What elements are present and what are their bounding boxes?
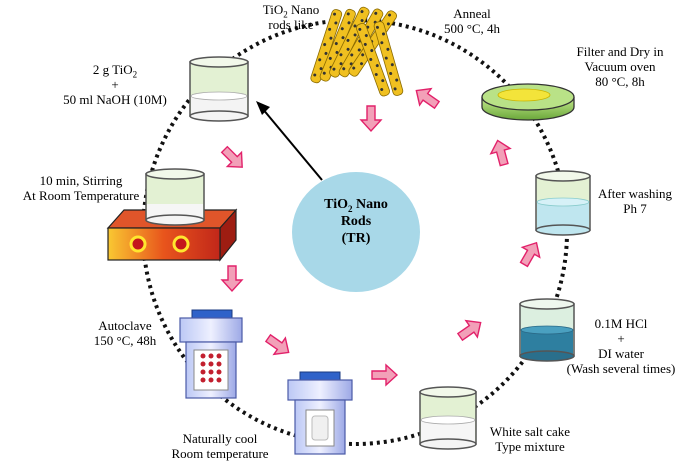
flow-arrow-1	[220, 145, 243, 168]
filter-dry-label: Filter and Dry in Vacuum oven 80 °C, 8h	[576, 44, 664, 89]
reagent-beaker-icon	[189, 56, 249, 122]
return-arrow	[261, 107, 323, 181]
cooling-vessel-icon	[287, 371, 353, 455]
flow-arrow-3	[264, 333, 290, 356]
center-title-subscript: 2	[347, 203, 353, 214]
flow-arrow-7	[489, 139, 512, 167]
cooling-label: Naturally cool Room temperature	[171, 431, 269, 461]
nanorod-7	[373, 21, 404, 96]
washing-beaker-icon	[535, 170, 591, 236]
return-arrow-head	[256, 101, 270, 115]
hotplate-icon	[106, 208, 238, 262]
salt-cake-beaker-icon	[419, 386, 477, 450]
nanorods-label: TiO2 Nano rods like	[262, 2, 320, 32]
nanorod-6	[356, 23, 390, 97]
stirring-label: 10 min, Stirring At Room Temperature	[22, 173, 140, 203]
center-title-abbrev: (TR)	[341, 231, 371, 246]
flow-arrow-2	[220, 265, 244, 293]
autoclave-label: Autoclave 150 °C, 48h	[93, 318, 157, 348]
salt-cake-label: White salt cake Type mixture	[489, 424, 571, 454]
center-title-rods: Rods	[340, 214, 372, 229]
flow-arrow-4	[371, 363, 399, 387]
hcl-beaker-icon	[519, 298, 575, 362]
washing-label: After washing Ph 7	[597, 186, 672, 216]
nanorod-1	[310, 9, 343, 84]
center-title-tio: TiO	[324, 197, 348, 212]
autoclave-icon	[179, 309, 243, 399]
flow-arrow-9	[359, 105, 383, 133]
nanorods-icon	[310, 6, 404, 97]
reagents-label: 2 g TiO2 + 50 ml NaOH (10M)	[63, 62, 167, 107]
center-circle	[292, 172, 420, 292]
anneal-label: Anneal 500 °C, 4h	[443, 6, 501, 36]
flow-arrow-5	[456, 319, 482, 342]
stirring-beaker-icon	[145, 168, 205, 226]
flow-arrow-6	[519, 241, 541, 268]
center-title: TiO2 Nano Rods (TR)	[296, 196, 416, 247]
flow-arrows	[220, 87, 541, 387]
center-title-nano: Nano	[352, 197, 388, 212]
hcl-label: 0.1M HCl + DI water (Wash several times)	[566, 316, 676, 376]
flow-arrow-8	[415, 87, 441, 110]
petri-dish-icon	[481, 83, 575, 121]
